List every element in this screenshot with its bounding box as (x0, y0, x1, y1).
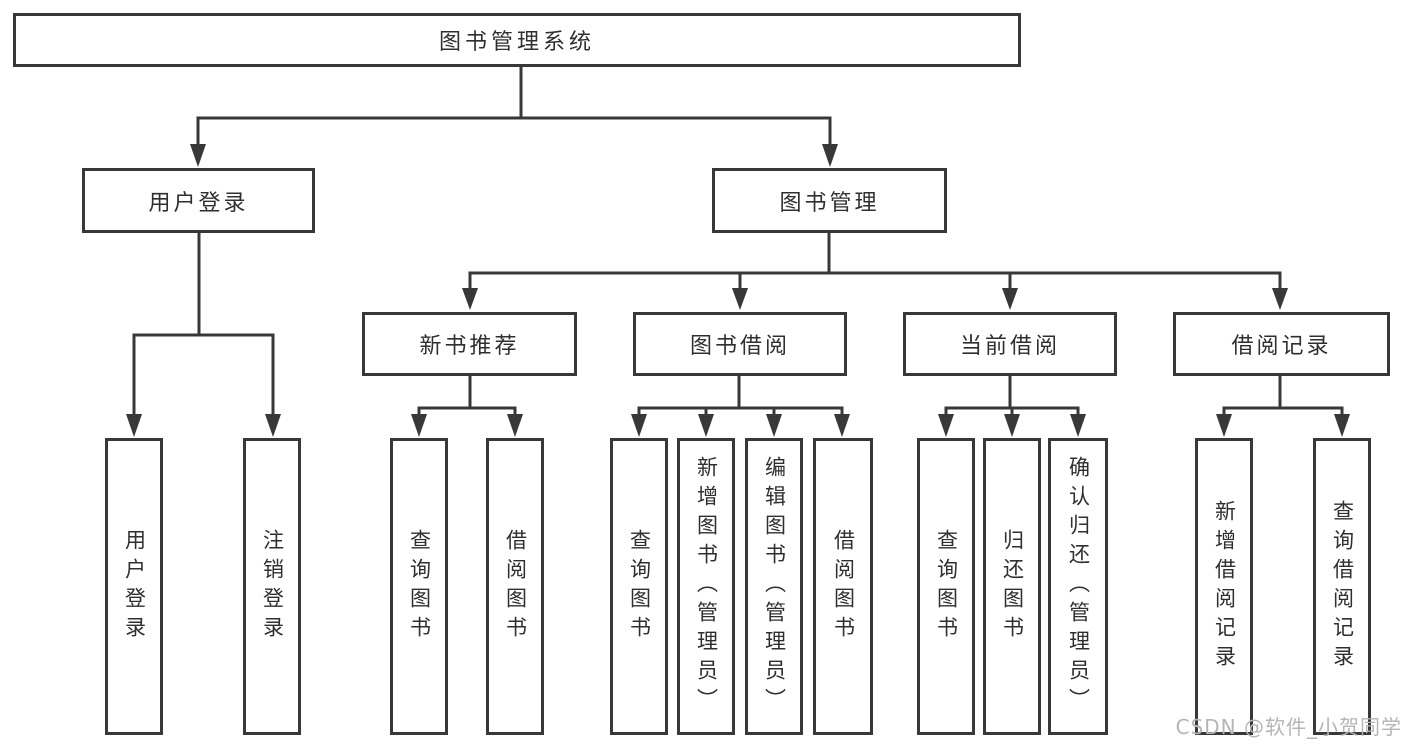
leaf-logout: 注销登录 (243, 438, 301, 735)
node-book-borrow: 图书借阅 (633, 312, 847, 376)
node-borrow-record: 借阅记录 (1173, 312, 1390, 376)
leaf-query-books-recommend: 查询图书 (390, 438, 448, 735)
node-current-borrow: 当前借阅 (903, 312, 1117, 376)
leaf-edit-books-admin: 编辑图书（管理员） (745, 438, 803, 735)
leaf-query-books-current: 查询图书 (917, 438, 975, 735)
leaf-user-login: 用户登录 (105, 438, 163, 735)
leaf-add-books-admin: 新增图书（管理员） (677, 438, 735, 735)
leaf-borrow-books: 借阅图书 (813, 438, 873, 735)
leaf-return-books: 归还图书 (983, 438, 1041, 735)
leaf-query-borrow-record: 查询借阅记录 (1313, 438, 1371, 735)
arrowheads (126, 144, 1350, 437)
leaf-query-books-borrow: 查询图书 (610, 438, 668, 735)
leaf-add-borrow-record: 新增借阅记录 (1195, 438, 1253, 735)
node-user-login-branch: 用户登录 (82, 168, 315, 233)
watermark: CSDN @软件_小贺同学 (1175, 715, 1402, 739)
leaf-confirm-return-admin: 确认归还（管理员） (1048, 438, 1108, 735)
node-new-book-recommend: 新书推荐 (362, 312, 577, 376)
node-root: 图书管理系统 (13, 13, 1021, 67)
node-book-management-branch: 图书管理 (712, 168, 947, 233)
leaf-borrow-books-recommend: 借阅图书 (486, 438, 544, 735)
